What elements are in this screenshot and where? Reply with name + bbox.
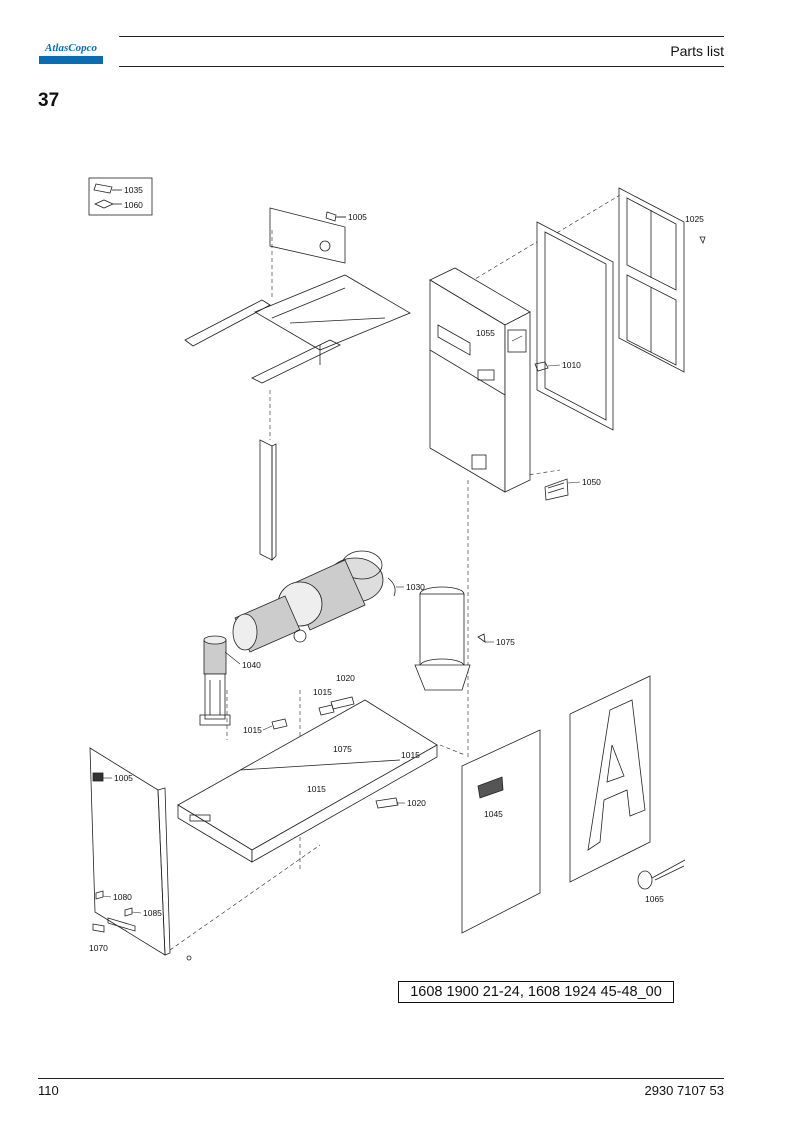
- footer-rule: [38, 1078, 724, 1079]
- header-bottom-rule: [119, 66, 724, 67]
- callout-1085: 1085: [143, 908, 162, 918]
- panel-1045-part: [461, 729, 541, 934]
- callout-1030: 1030: [406, 582, 425, 592]
- atlas-copco-logo: AtlasCopco: [39, 42, 103, 64]
- callout-1050: 1050: [582, 477, 601, 487]
- callout-1020-top: 1020: [336, 673, 355, 683]
- legend-label-1035: 1035: [124, 185, 143, 195]
- roof-frame-part: [184, 207, 411, 384]
- part-numbers-box: 1608 1900 21-24, 1608 1924 45-48_00: [398, 981, 674, 1003]
- callout-1015-right: 1015: [401, 750, 420, 760]
- vertical-bracket-part: [259, 439, 277, 561]
- callout-1040: 1040: [242, 660, 261, 670]
- header-top-rule: [119, 36, 724, 37]
- callout-1055: 1055: [476, 328, 495, 338]
- cabinet-door-part: [534, 221, 614, 431]
- label-1015-a: [271, 718, 288, 730]
- sticker-1050: [544, 478, 569, 501]
- flat-label-icon: [93, 183, 122, 194]
- label-1015-b: [318, 704, 335, 716]
- callout-1075-vessel: 1075: [496, 637, 515, 647]
- callout-1070: 1070: [89, 943, 108, 953]
- callout-1075-base: 1075: [333, 744, 352, 754]
- section-number: 37: [38, 90, 60, 111]
- label-1020-b: [375, 797, 399, 809]
- callout-1020-bottom: 1020: [407, 798, 426, 808]
- rear-panel-part: [618, 187, 706, 373]
- page-number: 110: [38, 1083, 59, 1098]
- callout-1005-top: 1005: [348, 212, 367, 222]
- label-1020-a: [330, 696, 355, 710]
- callout-1010: 1010: [562, 360, 581, 370]
- callout-1080: 1080: [113, 892, 132, 902]
- label-1005-top: [325, 211, 337, 222]
- document-title: Parts list: [670, 43, 724, 59]
- pump-part: [199, 635, 231, 726]
- callout-1025: 1025: [685, 214, 704, 224]
- air-receiver-vessel-part: [414, 586, 486, 691]
- legend-box: [88, 177, 153, 216]
- legend-label-1060: 1060: [124, 200, 143, 210]
- base-frame-part: [177, 699, 438, 863]
- logo-sticker-1065: [637, 859, 686, 890]
- callout-1065: 1065: [645, 894, 664, 904]
- side-panel-left-part: [89, 747, 192, 961]
- document-number: 2930 7107 53: [644, 1083, 724, 1098]
- panel-letter-a-part: [569, 675, 651, 883]
- callout-1015-bottom: 1015: [307, 784, 326, 794]
- callout-1015-left: 1015: [243, 725, 262, 735]
- motor-compressor-part: [232, 550, 396, 653]
- logo-text: AtlasCopco: [44, 42, 97, 54]
- control-cabinet-part: [429, 267, 531, 493]
- callout-1045: 1045: [484, 809, 503, 819]
- callout-1015-top: 1015: [313, 687, 332, 697]
- diamond-label-icon: [94, 199, 122, 209]
- callout-1005-side: 1005: [114, 773, 133, 783]
